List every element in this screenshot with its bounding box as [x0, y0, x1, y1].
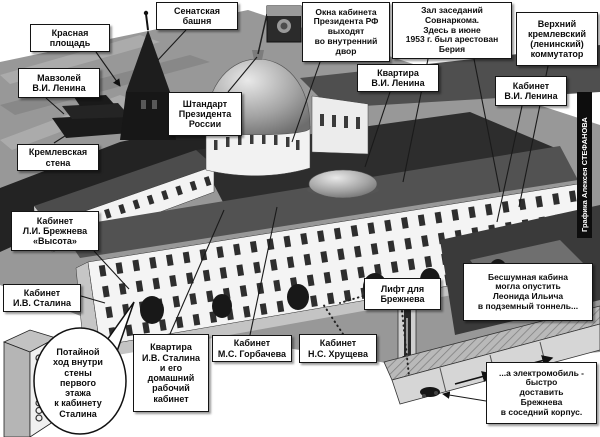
callout-president-office-windows: Окна кабинета Президента РФ выходят во в… [302, 2, 390, 62]
credit-strip: Графика Алексея СТЕФАНОВА [577, 92, 592, 238]
electromobile [420, 387, 440, 398]
callout-silent-cabin: Бесшумная кабина могла опустить Леонида … [463, 263, 593, 321]
callout-senate-tower: Сенатская башня [156, 2, 238, 30]
callout-brezhnev-office: Кабинет Л.И. Брежнева «Высота» [11, 211, 99, 251]
callout-stalin-apartment: Квартира И.В. Сталина и его домашний раб… [133, 334, 209, 412]
callout-presidential-standard: Штандарт Президента России [168, 92, 242, 136]
callout-electromobile: ...а электромобиль - быстро доставить Бр… [486, 362, 597, 424]
presidential-standard-flag [257, 5, 302, 55]
main-roof [60, 146, 578, 258]
callout-brezhnev-lift: Лифт для Брежнева [364, 278, 441, 310]
leader-lines [45, 29, 549, 402]
callout-kremlin-switchboard: Верхний кремлевский (ленинский) коммутат… [516, 12, 598, 66]
callout-lenin-mausoleum: Мавзолей В.И. Ленина [18, 68, 100, 98]
callout-lenin-apartment: Квартира В.И. Ленина [357, 64, 439, 92]
dome-drum [205, 125, 311, 177]
lenin-mausoleum [52, 95, 142, 138]
callout-lenin-office: Кабинет В.И. Ленина [495, 76, 567, 106]
dotted-leader-lines [322, 295, 410, 377]
callout-kremlin-wall: Кремлевская стена [17, 144, 99, 171]
callout-red-square: Красная площадь [30, 24, 110, 52]
rotunda-block [311, 95, 369, 155]
callout-stalin-office: Кабинет И.В. Сталина [3, 284, 81, 312]
credit-text: Графика Алексея СТЕФАНОВА [580, 117, 589, 232]
callout-sovnarkom-hall: Зал заседаний Совнаркома. Здесь в июне 1… [392, 2, 512, 59]
callout-secret-passage: Потайной ход внутри стены первого этажа … [53, 347, 103, 419]
speech-bubble [33, 301, 135, 435]
callout-khrushchev-office: Кабинет Н.С. Хрущева [299, 334, 377, 363]
small-dome [307, 169, 379, 199]
callout-gorbachev-office: Кабинет М.С. Горбачева [212, 335, 292, 362]
inner-courtyard [196, 112, 560, 208]
senate-tower [120, 10, 176, 140]
